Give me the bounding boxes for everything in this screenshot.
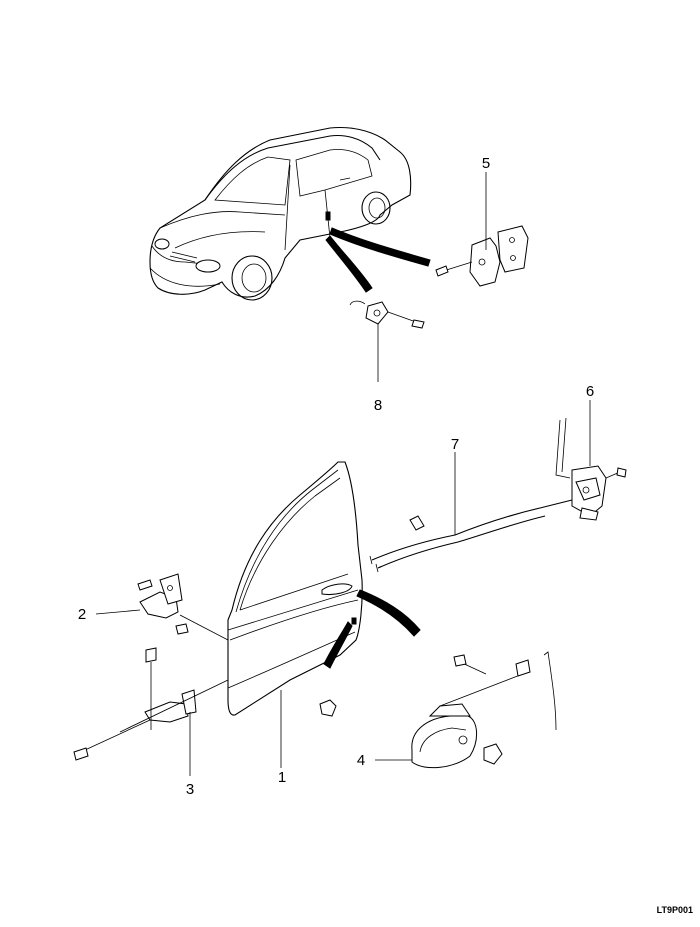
callout-4: 4 bbox=[357, 752, 365, 769]
callout-2: 2 bbox=[78, 606, 86, 623]
lower-hinge-part-3 bbox=[73, 647, 229, 776]
callout-3: 3 bbox=[186, 781, 194, 798]
upper-hinge-part-2 bbox=[95, 573, 229, 641]
callout-1: 1 bbox=[278, 769, 286, 786]
plug-cap bbox=[319, 699, 337, 717]
callout-6: 6 bbox=[586, 383, 594, 400]
door-check-assembly-part-5 bbox=[435, 172, 529, 287]
callout-7: 7 bbox=[451, 436, 459, 453]
figure-code: LT9P001 bbox=[657, 905, 693, 915]
callout-5: 5 bbox=[482, 155, 490, 172]
door-lock-assembly-part-6 bbox=[555, 400, 627, 521]
door-switch-part-8 bbox=[349, 300, 425, 382]
lock-rod-cable-part-7 bbox=[369, 452, 573, 573]
outside-door-handle-part-4 bbox=[375, 651, 557, 769]
front-door-panel-part-1 bbox=[227, 461, 421, 716]
sedan-car-illustration bbox=[149, 126, 431, 301]
callout-8: 8 bbox=[374, 397, 382, 414]
